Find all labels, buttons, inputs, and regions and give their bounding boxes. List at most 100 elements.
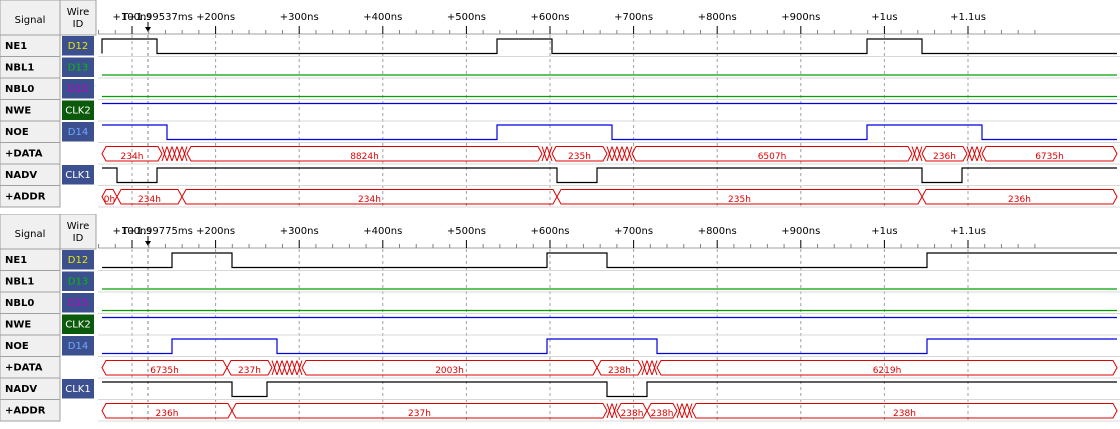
waveform-canvas-2: SignalWireIDT+1.99775ms+100ns+200ns+300n… (0, 213, 1120, 422)
time-start-label: T+1.99537ms (121, 12, 193, 23)
bus-transition-hash (606, 403, 613, 419)
bus-transition-hash (176, 146, 183, 162)
tick-label: +500ns (447, 226, 486, 237)
signal-name: +DATA (5, 363, 43, 374)
bus-transition-hash (286, 360, 293, 376)
time-start-label: T+1.99775ms (121, 226, 193, 237)
wire-id-cell[interactable] (62, 336, 94, 356)
bus-transition-hash (651, 360, 658, 376)
bus-value-label: 235h (568, 152, 591, 162)
bus-transition-hash (971, 146, 978, 162)
tick-label: +800ns (698, 12, 737, 23)
signal-name: NBL1 (5, 63, 34, 74)
bus-value-label: 237h (408, 409, 431, 419)
tick-label: +300ns (280, 226, 319, 237)
bus-transition-hash (296, 360, 303, 376)
wire-id-cell[interactable] (62, 400, 94, 421)
bus-transition-hash (276, 360, 283, 376)
wire-id: CLK1 (65, 384, 90, 395)
bus-transition-hash (646, 360, 653, 376)
signal-name-cell[interactable] (0, 399, 61, 422)
wire-id-cell[interactable] (62, 271, 94, 292)
wire-id: D13 (68, 277, 88, 288)
tick-label: +100ns (112, 12, 151, 23)
bus-transition-hash (291, 360, 298, 376)
bus-transition-hash (966, 146, 973, 162)
signal-row[interactable]: NADV CLK1 (0, 377, 1120, 400)
bus-transition-hash (911, 146, 918, 162)
bus-transition-hash (181, 146, 188, 162)
wire-id-cell[interactable] (62, 100, 94, 121)
wire-id-cell[interactable] (62, 36, 94, 56)
signal-name: NADV (5, 384, 37, 395)
signal-name: NE1 (5, 255, 27, 266)
tick-label: +500ns (447, 12, 486, 23)
bus-segment (231, 403, 608, 419)
bus-transition-hash (281, 360, 288, 376)
wire-id-cell[interactable] (62, 79, 94, 99)
tick-label: +700ns (614, 226, 653, 237)
time-scale: T+1.99537ms+100ns+200ns+300ns+400ns+500n… (98, 12, 1120, 35)
signal-name: NADV (5, 170, 37, 181)
wire-id: D14 (68, 341, 88, 352)
wire-id: CLK1 (65, 170, 90, 181)
bus-value-label: 6735h (150, 366, 179, 376)
wire-id-cell[interactable] (62, 122, 94, 142)
wire-header-label: ID (73, 19, 84, 30)
signal-row[interactable]: NADV CLK1 (0, 163, 1120, 186)
signal-name: NBL1 (5, 277, 34, 288)
wire-id-cell[interactable] (62, 357, 94, 378)
bus-segment (921, 189, 1118, 205)
bus-transition-hash (976, 146, 983, 162)
wire-id-cell[interactable] (62, 250, 94, 270)
bus-transition-hash (546, 146, 553, 162)
bus-transition-hash (681, 403, 688, 419)
tick-label: +100ns (112, 226, 151, 237)
panel-divider (0, 211, 1120, 214)
tick-label: +200ns (196, 12, 235, 23)
wire-column-header (59, 213, 97, 250)
tick-label: +600ns (530, 12, 569, 23)
signal-name: NOE (5, 127, 29, 138)
cursor-arrow-icon (145, 27, 151, 32)
bus-segment (551, 146, 608, 162)
bus-transition-hash (686, 403, 693, 419)
wire-id: D15 (68, 84, 88, 95)
wire-id-cell[interactable] (62, 379, 94, 399)
bus-value-label: 237h (238, 366, 261, 376)
wire-id-cell[interactable] (62, 143, 94, 164)
time-scale: T+1.99775ms+100ns+200ns+300ns+400ns+500n… (98, 226, 1120, 249)
bus-value-label: 238h (893, 409, 916, 419)
wire-id: D12 (68, 255, 88, 266)
bus-value-label: 2003h (435, 366, 464, 376)
bus-value-label: 236h (933, 152, 956, 162)
signal-row[interactable]: NE1 D12 (0, 248, 1120, 271)
wire-id-cell[interactable] (62, 165, 94, 185)
bus-segment (646, 403, 678, 419)
signal-name: NWE (5, 320, 31, 331)
waveform-canvas-1: SignalWireIDT+1.99537ms+100ns+200ns+300n… (0, 0, 1120, 208)
tick-label: +700ns (614, 12, 653, 23)
signal-trace (102, 252, 1117, 269)
tick-label: +300ns (280, 12, 319, 23)
wire-id-cell[interactable] (62, 57, 94, 78)
wire-id-cell[interactable] (62, 293, 94, 313)
wire-id-cell[interactable] (62, 314, 94, 335)
wire-id-cell[interactable] (62, 186, 94, 207)
wire-header-label: Wire (67, 221, 90, 232)
signal-header-label: Signal (15, 15, 46, 26)
signal-name-cell[interactable] (0, 185, 61, 208)
